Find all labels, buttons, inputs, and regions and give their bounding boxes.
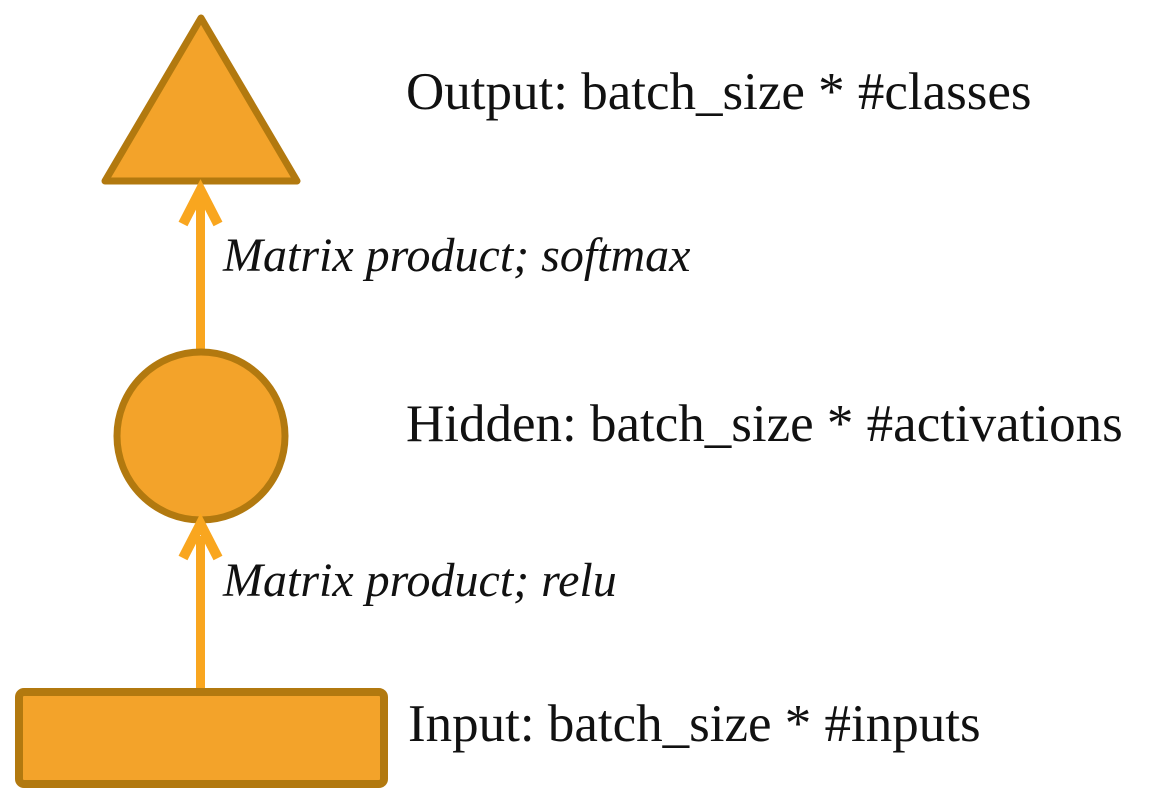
input-rectangle-shape: [15, 688, 388, 788]
arrowhead-up-icon: [178, 179, 223, 227]
arrowhead-up-icon: [178, 513, 223, 561]
edge-label-softmax: Matrix product; softmax: [223, 229, 691, 282]
arrow-hidden-to-output: [178, 179, 223, 350]
hidden-node-label: Hidden: batch_size * #activations: [406, 395, 1123, 453]
output-triangle-shape: [101, 14, 301, 185]
input-node-label: Input: batch_size * #inputs: [408, 695, 981, 753]
edge-label-relu: Matrix product; relu: [223, 554, 617, 607]
output-node-label: Output: batch_size * #classes: [406, 63, 1032, 121]
arrow-input-to-hidden: [178, 513, 223, 689]
hidden-circle-shape: [113, 348, 289, 524]
